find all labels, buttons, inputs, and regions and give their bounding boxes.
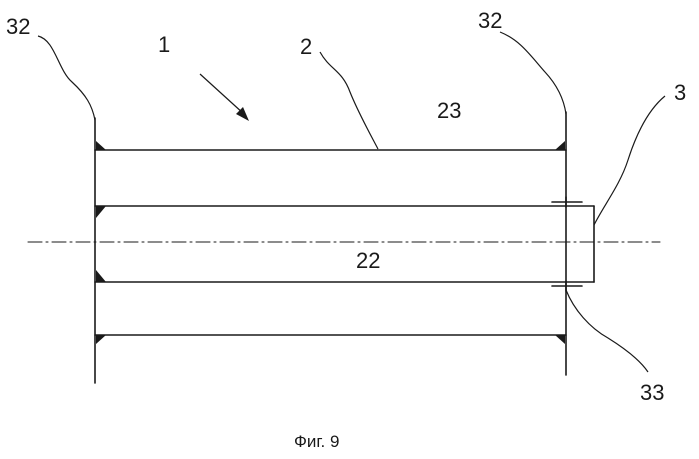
weld-inner-bottom-left — [96, 270, 106, 282]
label-22: 22 — [356, 248, 380, 273]
leader-2 — [320, 52, 378, 149]
weld-outer-top-right — [555, 141, 565, 150]
leader-33 — [566, 290, 648, 372]
leader-3 — [594, 96, 665, 225]
weld-outer-bottom-right — [555, 335, 565, 344]
weld-outer-top-left — [96, 141, 106, 150]
label-3: 3 — [674, 80, 686, 105]
label-1: 1 — [158, 32, 170, 57]
leader-32-left — [38, 36, 95, 120]
label-32-right: 32 — [478, 8, 502, 33]
leader-32-right — [500, 32, 566, 114]
label-2: 2 — [300, 34, 312, 59]
label-32-left: 32 — [6, 14, 30, 39]
label-33: 33 — [640, 380, 664, 405]
label-23: 23 — [437, 98, 461, 123]
arrow-1-shaft — [200, 74, 244, 114]
weld-inner-top-left — [96, 206, 106, 218]
figure-caption: Фиг. 9 — [294, 432, 339, 451]
weld-outer-bottom-left — [96, 335, 106, 344]
